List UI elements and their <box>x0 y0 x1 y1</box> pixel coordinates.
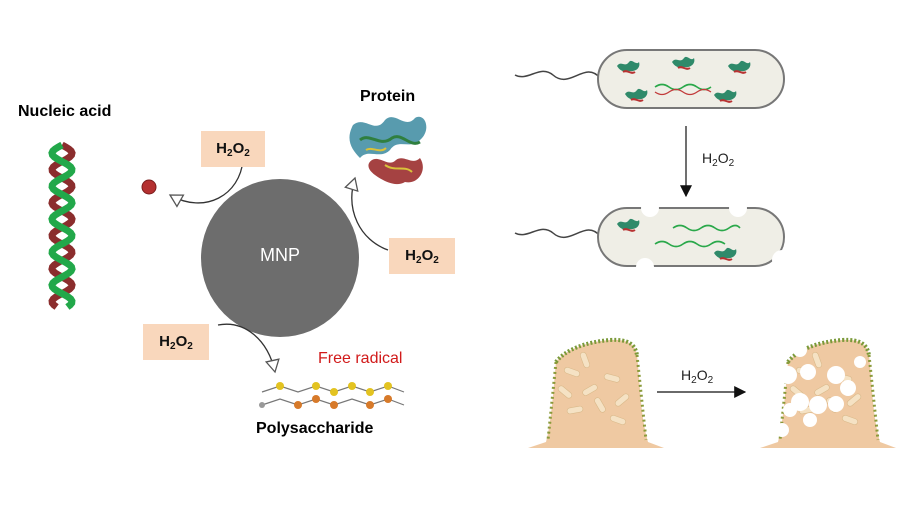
radical-dot <box>141 179 157 195</box>
protein-label: Protein <box>360 88 416 105</box>
protein-glyph-icon <box>714 89 737 103</box>
h2o2-label-tissue: H2O2 <box>681 367 714 386</box>
bacterium-intact-icon <box>514 49 785 109</box>
polysaccharide-chain-icon <box>259 382 405 409</box>
protein-glyph-icon <box>625 88 648 102</box>
protein-glyph-icon <box>617 60 640 74</box>
nucleic-acid-label: Nucleic acid <box>18 103 112 120</box>
rod-cell <box>582 384 598 396</box>
free-radical-label: Free radical <box>318 350 403 367</box>
protein-glyph-icon <box>617 218 640 232</box>
protein-structure-icon <box>349 116 427 185</box>
mnp-particle <box>201 179 359 337</box>
rod-cell <box>603 373 621 383</box>
h2o2-box-top: H2O2 <box>201 131 265 167</box>
tissue-damaged-icon <box>760 337 896 448</box>
arrow-to-protein <box>344 176 389 251</box>
rod-cell <box>610 414 626 426</box>
polysaccharide-label: Polysaccharide <box>256 420 374 437</box>
rod-cell <box>614 393 630 407</box>
rod-cell <box>564 366 580 378</box>
bacterium-damaged-icon <box>514 199 792 276</box>
rod-cell <box>814 384 830 396</box>
rod-cell <box>594 397 606 413</box>
rod-cell <box>579 352 591 368</box>
mnp-label: MNP <box>260 245 300 265</box>
protein-glyph-icon <box>672 56 695 70</box>
rod-cell <box>842 414 858 426</box>
rod-cell <box>846 393 862 407</box>
h2o2-label-bacteria: H2O2 <box>702 150 735 169</box>
h2o2-box-right: H2O2 <box>389 238 455 274</box>
rod-cell <box>566 405 584 415</box>
h2o2-box-bottom: H2O2 <box>143 324 209 360</box>
protein-glyph-icon <box>728 60 751 74</box>
arrow-to-nucleic-radical <box>168 159 244 208</box>
rod-cell <box>557 385 573 399</box>
tissue-intact-icon <box>528 337 664 448</box>
dna-helix-icon <box>48 141 76 310</box>
rod-cell <box>811 352 823 368</box>
protein-glyph-icon <box>714 247 737 261</box>
arrow-to-polysaccharide <box>217 323 280 374</box>
